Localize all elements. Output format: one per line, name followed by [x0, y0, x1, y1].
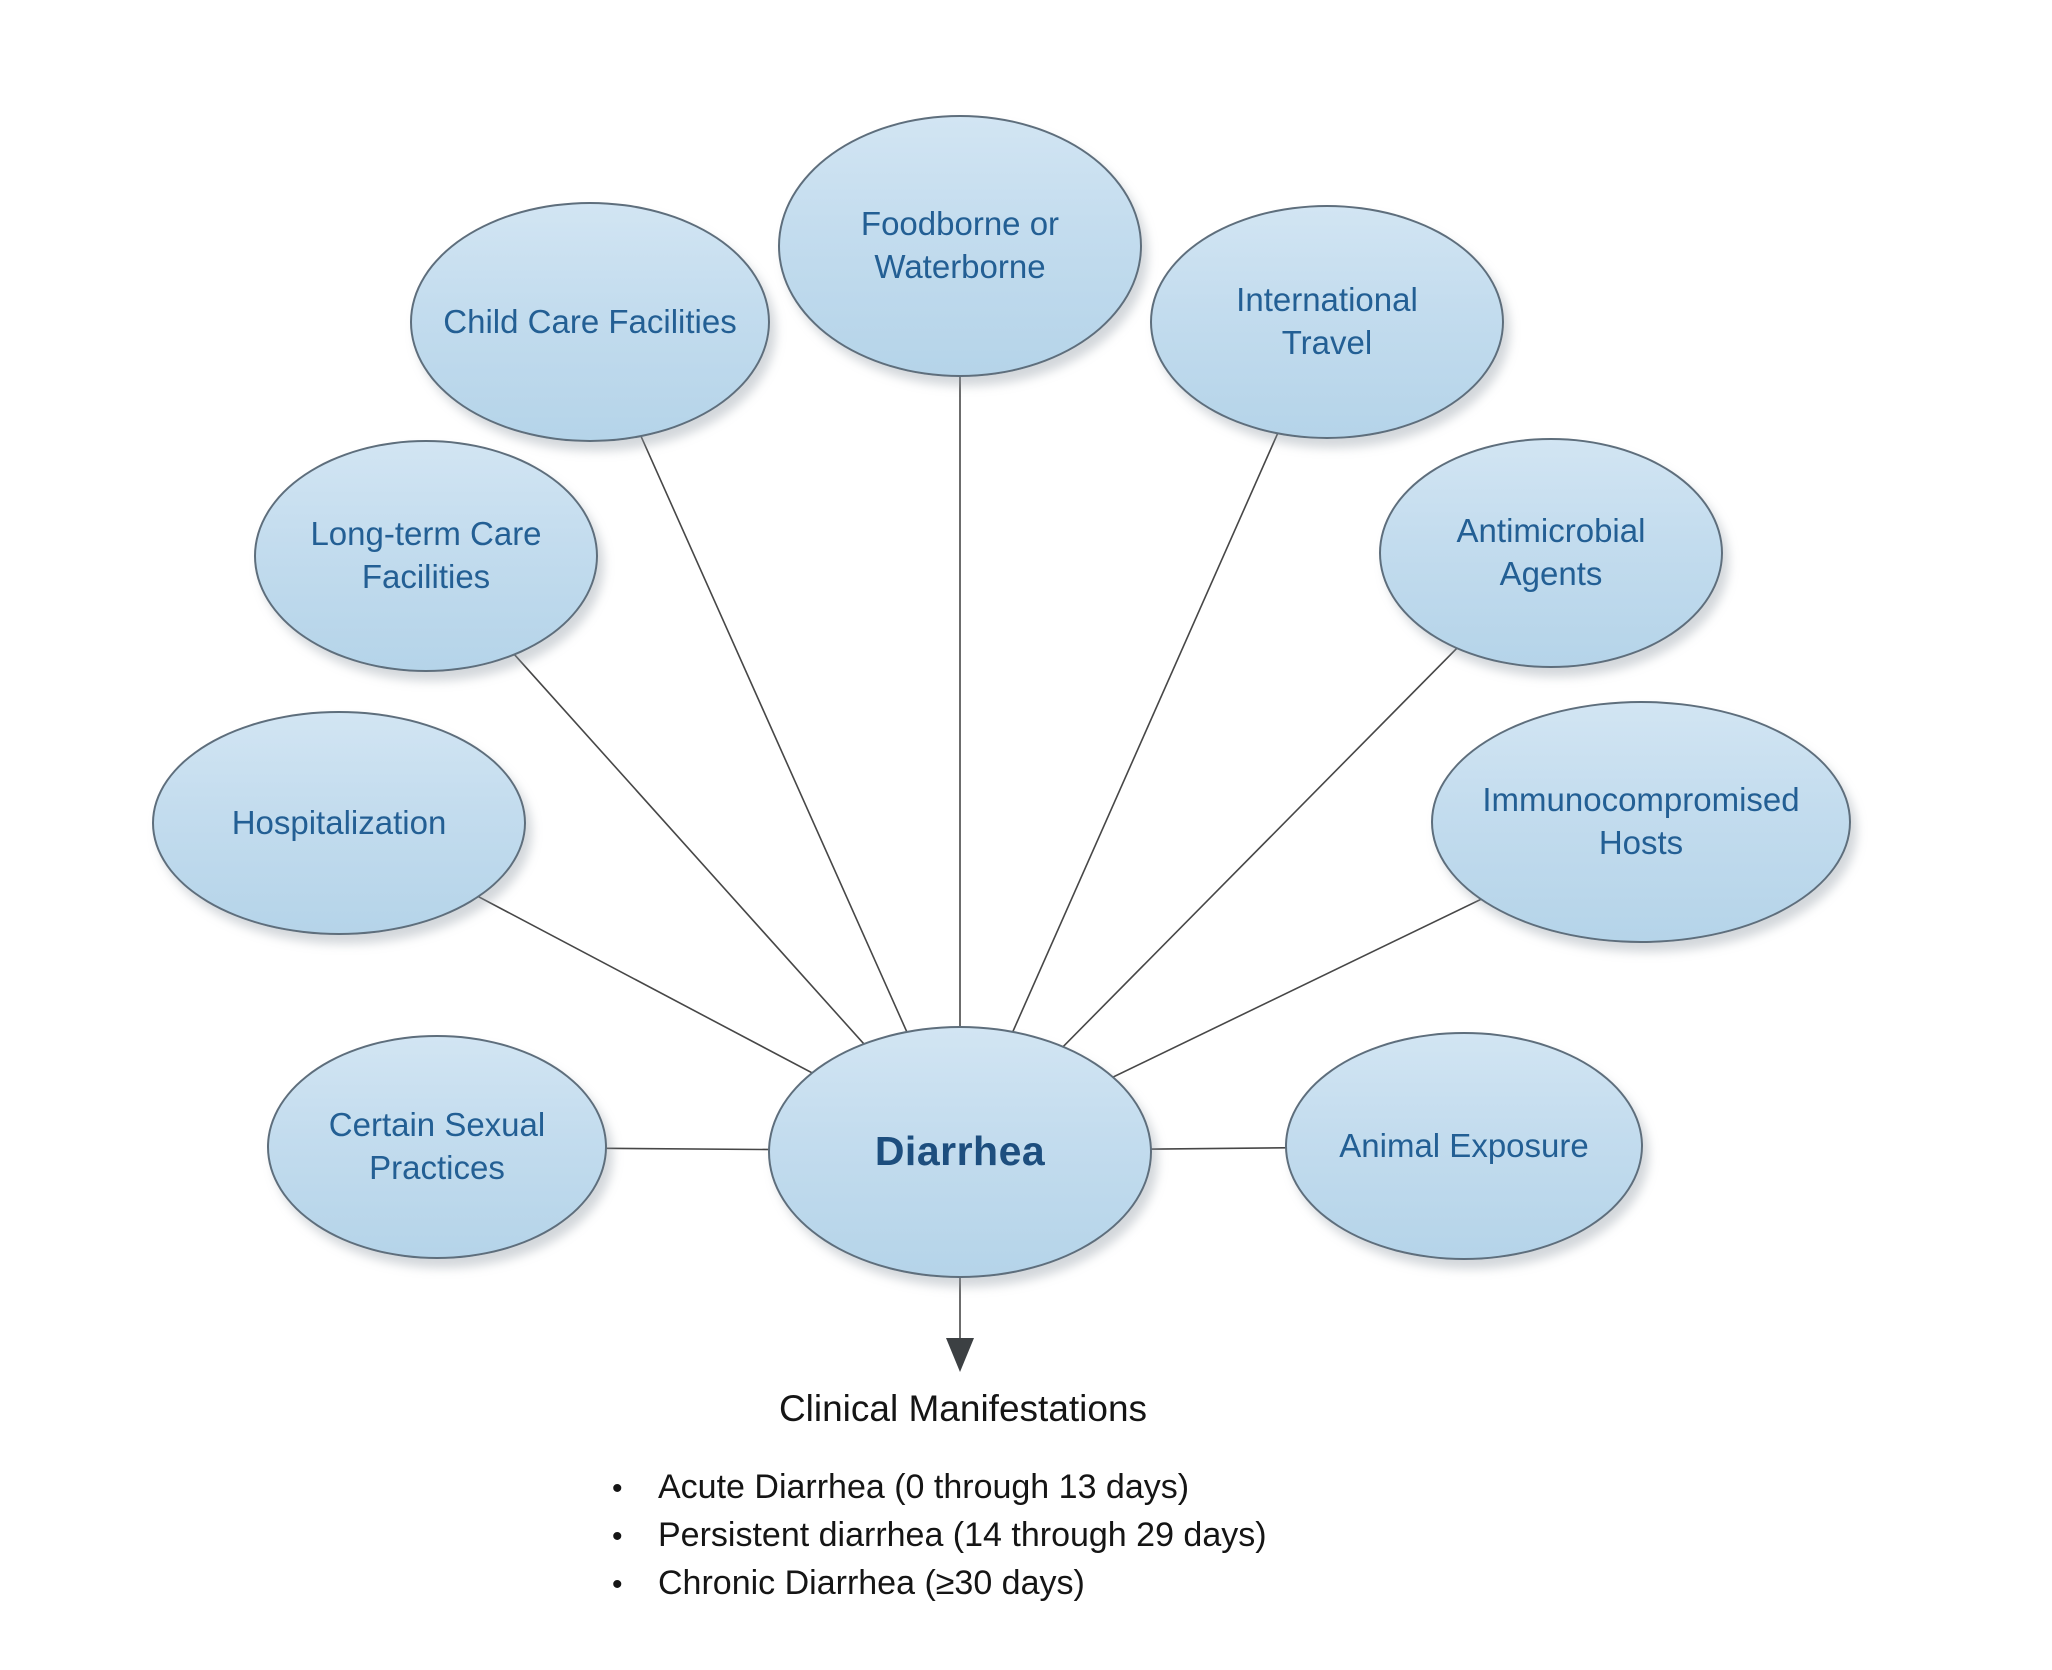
node-immunocompromised-hosts: Immunocompromised Hosts	[1431, 701, 1851, 943]
node-label: Foodborne or Waterborne	[860, 205, 1060, 285]
node-diarrhea-central: Diarrhea	[768, 1026, 1152, 1278]
node-long-term-care-facilities: Long-term Care Facilities	[254, 440, 598, 672]
list-item: • Persistent diarrhea (14 through 29 day…	[612, 1516, 1267, 1555]
bullet-icon: •	[612, 1568, 623, 1601]
node-label: Diarrhea	[874, 1128, 1046, 1175]
clinical-manifestations-title: Clinical Manifestations	[778, 1388, 1148, 1429]
list-item: • Chronic Diarrhea (≥30 days)	[612, 1564, 1267, 1603]
list-item-text: Persistent diarrhea (14 through 29 days)	[658, 1516, 1267, 1554]
list-item: • Acute Diarrhea (0 through 13 days)	[612, 1468, 1267, 1507]
list-item-text: Chronic Diarrhea (≥30 days)	[658, 1564, 1085, 1602]
node-label: International Travel	[1236, 281, 1418, 361]
node-label: Certain Sexual Practices	[328, 1106, 546, 1186]
bullet-icon: •	[612, 1520, 623, 1553]
node-antimicrobial-agents: Antimicrobial Agents	[1379, 438, 1723, 668]
node-label: Antimicrobial Agents	[1456, 512, 1646, 592]
node-label: Animal Exposure	[1339, 1126, 1589, 1164]
bullet-icon: •	[612, 1472, 623, 1505]
down-arrowhead-icon	[946, 1338, 974, 1372]
node-hospitalization: Hospitalization	[152, 711, 526, 935]
node-label: Immunocompromised Hosts	[1482, 781, 1800, 861]
node-label: Child Care Facilities	[443, 302, 737, 340]
node-international-travel: International Travel	[1150, 205, 1504, 439]
connector-line	[589, 321, 961, 1152]
node-label: Long-term Care Facilities	[310, 515, 542, 595]
node-label: Hospitalization	[231, 803, 447, 841]
connector-line	[959, 321, 1328, 1152]
node-foodborne-or-waterborne: Foodborne or Waterborne	[778, 115, 1142, 377]
clinical-manifestations-list: • Acute Diarrhea (0 through 13 days) • P…	[612, 1468, 1267, 1612]
node-child-care-facilities: Child Care Facilities	[410, 202, 770, 442]
list-item-text: Acute Diarrhea (0 through 13 days)	[658, 1468, 1190, 1506]
node-animal-exposure: Animal Exposure	[1285, 1032, 1643, 1260]
node-certain-sexual-practices: Certain Sexual Practices	[267, 1035, 607, 1259]
